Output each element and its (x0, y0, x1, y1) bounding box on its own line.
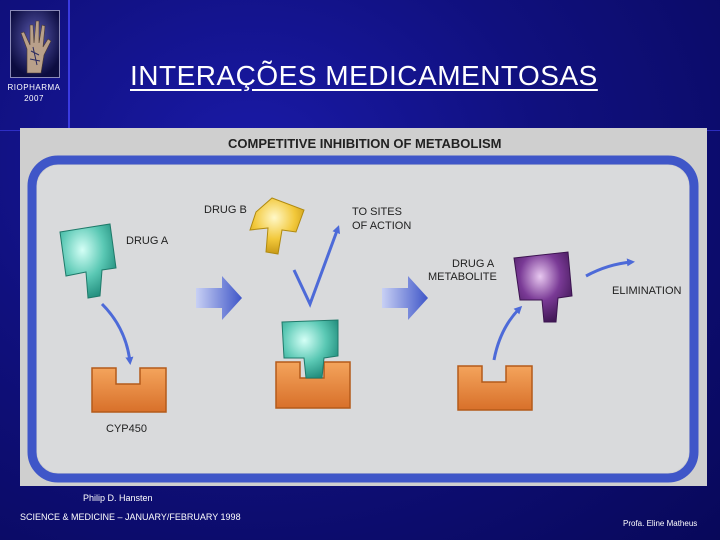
arrow-drug-a-binding (100, 302, 134, 365)
drug-a-molecule (59, 223, 117, 299)
label-to-sites-line1: TO SITES (352, 206, 402, 218)
arrow-elimination (585, 258, 635, 278)
label-metabolite-line2: METABOLITE (428, 271, 497, 283)
logo-caption: RIOPHARMA 2007 (2, 82, 66, 104)
diagram-figure: COMPETITIVE INHIBITION OF METABOLISM DRU… (20, 128, 707, 486)
diagram-heading: COMPETITIVE INHIBITION OF METABOLISM (228, 136, 501, 151)
label-to-sites-line2: OF ACTION (352, 220, 411, 232)
label-elimination: ELIMINATION (612, 285, 682, 297)
drug-a-bound-molecule (281, 319, 339, 379)
page-title: INTERAÇÕES MEDICAMENTOSAS (130, 60, 598, 91)
arrow-metabolite-release (492, 305, 523, 361)
divider-vertical (68, 0, 70, 128)
hand-logo-icon (11, 11, 59, 77)
drug-b-molecule (249, 197, 305, 255)
arrow-to-sites-of-action (292, 225, 341, 308)
cyp450-enzyme-1 (91, 367, 167, 413)
process-arrow-1 (196, 276, 242, 320)
logo-image (10, 10, 60, 78)
label-cyp450: CYP450 (106, 423, 147, 435)
label-drug-a: DRUG A (126, 235, 169, 247)
label-metabolite-line1: DRUG A (452, 258, 495, 270)
diagram-frame (27, 155, 699, 483)
figure-source: SCIENCE & MEDICINE – JANUARY/FEBRUARY 19… (20, 512, 241, 522)
label-drug-b: DRUG B (204, 204, 247, 216)
figure-author: Philip D. Hansten (83, 493, 153, 503)
process-arrow-2 (382, 276, 428, 320)
logo-line-2: 2007 (24, 94, 44, 103)
professor-name: Profa. Eline Matheus (623, 519, 698, 528)
cyp450-enzyme-3 (457, 365, 533, 411)
logo-line-1: RIOPHARMA (7, 83, 61, 92)
competitive-inhibition-diagram: COMPETITIVE INHIBITION OF METABOLISM DRU… (27, 136, 699, 483)
drug-a-metabolite-molecule (513, 251, 573, 323)
